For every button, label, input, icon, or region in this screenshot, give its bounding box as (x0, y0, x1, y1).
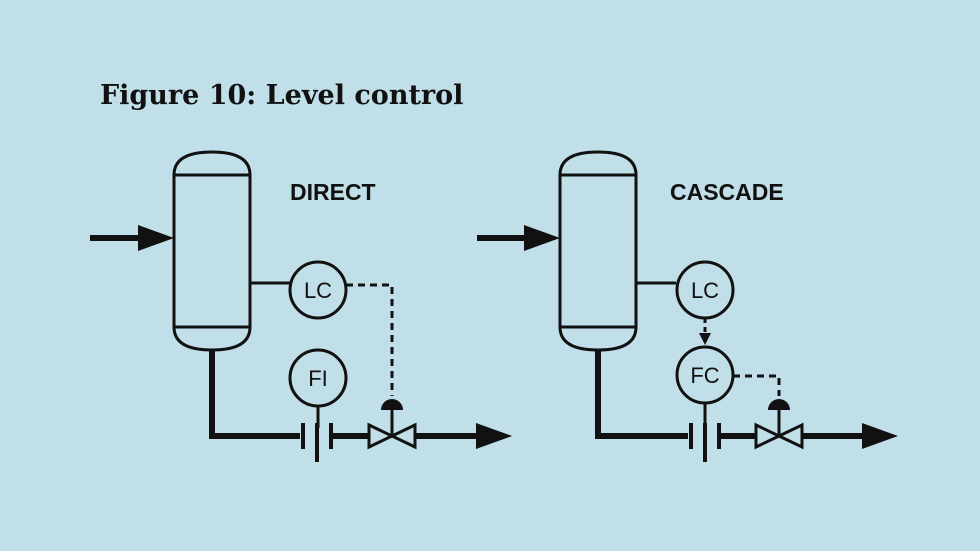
cascade-flow-controller: FC (675, 345, 735, 428)
direct-inlet-arrow (90, 225, 174, 251)
direct-level-controller: LC (288, 260, 348, 320)
direct-flow-indicator: FI (288, 348, 348, 428)
cascade-scheme: CASCADE LC FC (477, 150, 898, 462)
cascade-inlet-arrow (477, 225, 560, 251)
cascade-lc-label: LC (691, 278, 719, 303)
figure-title: Figure 10: Level control (100, 80, 464, 111)
direct-orifice-plate (301, 423, 333, 462)
direct-outlet-arrow (415, 423, 512, 449)
direct-heading: DIRECT (290, 179, 376, 205)
cascade-fc-label: FC (690, 363, 719, 388)
cascade-outlet-arrow (802, 423, 898, 449)
cascade-outlet-pipe (595, 350, 688, 439)
cascade-orifice-plate (689, 423, 721, 462)
cascade-control-signal (733, 374, 781, 396)
direct-vessel (172, 150, 252, 352)
direct-outlet-pipe (209, 350, 300, 439)
cascade-setpoint-signal (699, 318, 711, 345)
direct-fi-label: FI (308, 366, 328, 391)
cascade-heading: CASCADE (670, 179, 784, 205)
direct-lc-label: LC (304, 278, 332, 303)
cascade-vessel (558, 150, 638, 352)
direct-scheme: DIRECT LC FI (90, 150, 512, 462)
direct-control-signal (346, 283, 394, 396)
cascade-level-controller: LC (675, 260, 735, 320)
cascade-control-valve (754, 399, 804, 450)
direct-control-valve (367, 399, 417, 450)
